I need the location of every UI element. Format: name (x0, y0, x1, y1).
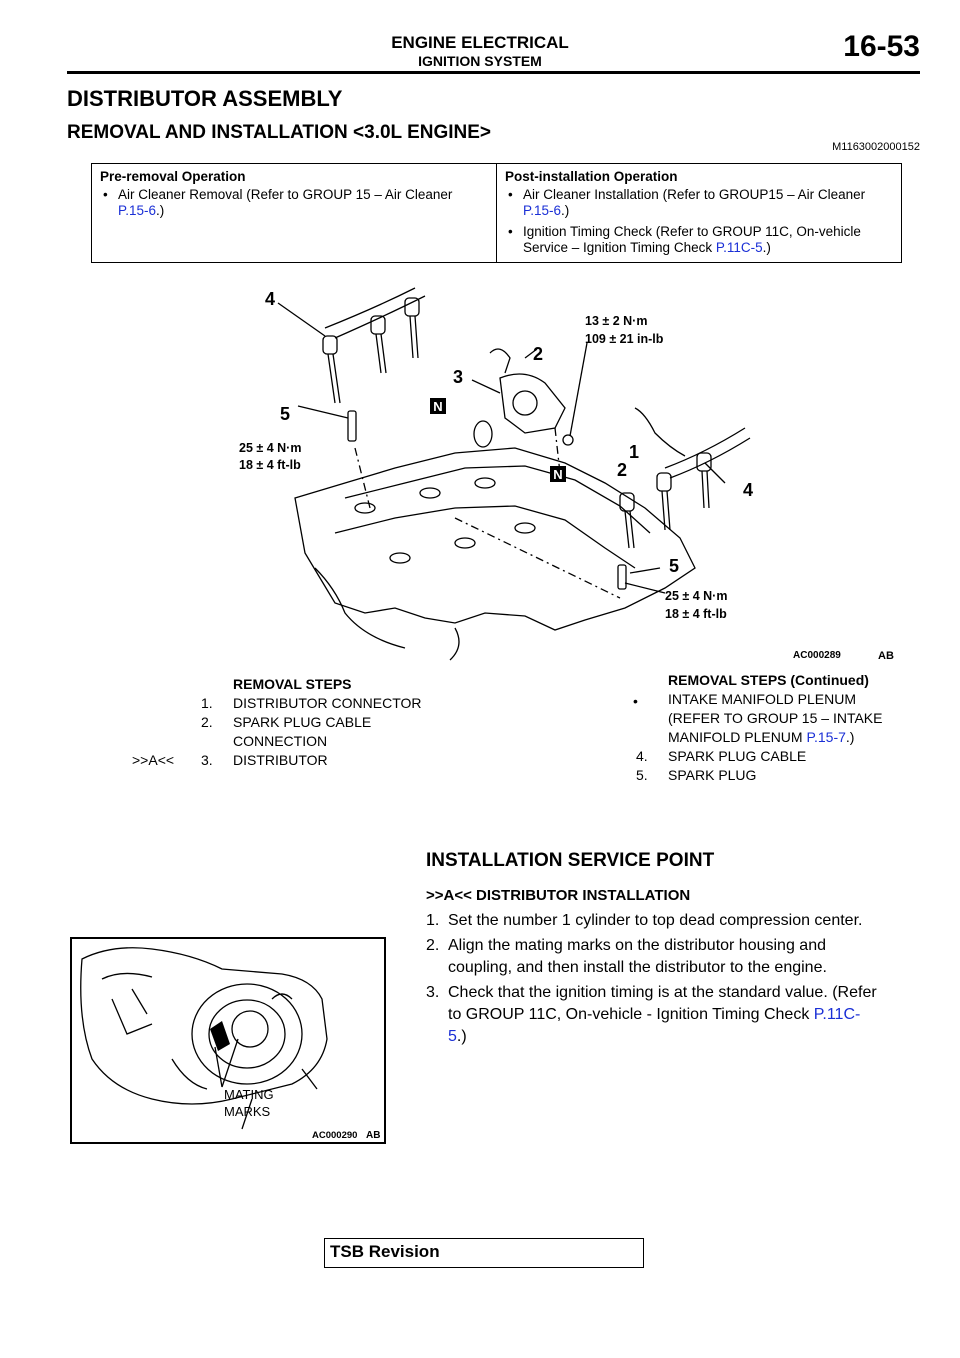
removal-step-2: 2. SPARK PLUG CABLE (130, 713, 470, 732)
step-label: INTAKE MANIFOLD PLENUM (668, 691, 856, 707)
step-text: Align the mating marks on the distributo… (448, 937, 826, 954)
pre-removal-item: Air Cleaner Removal (Refer to GROUP 15 –… (100, 187, 488, 219)
removal-step-plenum: • INTAKE MANIFOLD PLENUM (REFER TO GROUP… (630, 690, 930, 747)
post-item1-link[interactable]: P.15-6 (523, 203, 562, 218)
tsb-revision-box: TSB Revision (324, 1238, 644, 1268)
callout-5-left: 5 (280, 404, 290, 424)
step-text-end: .) (456, 1028, 467, 1045)
step-label-cont: MANIFOLD PLENUM (668, 729, 803, 745)
installation-step-3: 3. Check that the ignition timing is at … (426, 982, 926, 1048)
post-installation-item-1: Air Cleaner Installation (Refer to GROUP… (505, 187, 893, 219)
pre-removal-link[interactable]: P.15-6 (118, 203, 157, 218)
timing-check-link[interactable]: P.11C- (813, 1006, 861, 1023)
callout-4-left: 4 (265, 289, 275, 309)
installation-step-2: 2. Align the mating marks on the distrib… (426, 935, 926, 979)
operations-table: Pre-removal Operation Air Cleaner Remova… (91, 163, 902, 263)
callout-5-right: 5 (669, 556, 679, 576)
distributor-mating-diagram: MATING MARKS AC000290 AB (80, 947, 380, 1141)
step-number: 1. (426, 912, 440, 929)
removal-step-4: 4. SPARK PLUG CABLE (630, 747, 930, 766)
step-number: 2. (201, 714, 213, 730)
pre-removal-heading: Pre-removal Operation (100, 169, 246, 184)
subsection-title: REMOVAL AND INSTALLATION <3.0L ENGINE> (67, 122, 492, 143)
mating-label-2: MARKS (224, 1104, 271, 1119)
step-number: 4. (636, 748, 648, 764)
header-subtitle: IGNITION SYSTEM (418, 53, 542, 69)
installation-title: INSTALLATION SERVICE POINT (426, 850, 715, 871)
plenum-link[interactable]: P.15-7 (806, 729, 846, 745)
callout-4-right: 4 (743, 480, 753, 500)
post-installation-cell: Post-installation Operation Air Cleaner … (496, 164, 901, 262)
step-number: 5. (636, 767, 648, 783)
n-mark-1: N (433, 399, 442, 414)
removal-step-1: 1. DISTRIBUTOR CONNECTOR (130, 694, 470, 713)
post-item2-end: .) (762, 240, 771, 255)
step-text: Set the number 1 cylinder to top dead co… (448, 912, 863, 929)
removal-step-3: >>A<< 3. DISTRIBUTOR (130, 751, 470, 770)
step-text: Check that the ignition timing is at the… (448, 984, 877, 1001)
figure-code-suffix: AB (878, 650, 894, 662)
torque-distributor-nm: 13 ± 2 N·m (585, 314, 647, 328)
post-item2-link[interactable]: P.11C-5 (715, 240, 763, 255)
removal-steps-cont-heading: REMOVAL STEPS (Continued) (668, 672, 869, 688)
n-mark-2: N (553, 467, 562, 482)
step-text-cont: to GROUP 11C, On-vehicle - Ignition Timi… (448, 1006, 810, 1023)
step-label-end: .) (845, 729, 855, 745)
torque-plug-right-nm: 25 ± 4 N·m (665, 589, 727, 603)
post-installation-heading: Post-installation Operation (505, 169, 678, 184)
installation-steps: 1. Set the number 1 cylinder to top dead… (426, 910, 926, 1048)
post-item1-end: .) (561, 203, 570, 218)
removal-steps-continued: REMOVAL STEPS (Continued) • INTAKE MANIF… (630, 671, 930, 785)
pre-removal-cell: Pre-removal Operation Air Cleaner Remova… (92, 164, 496, 262)
step-label: DISTRIBUTOR CONNECTOR (233, 695, 422, 711)
page-number: 16-53 (843, 30, 920, 63)
step-number: 3. (201, 752, 213, 768)
mating-marks-figure: MATING MARKS AC000290 AB (70, 937, 386, 1144)
timing-check-link-cont[interactable]: 5 (448, 1028, 457, 1045)
callout-3: 3 (453, 367, 463, 387)
removal-step-2-cont: CONNECTION (130, 732, 470, 751)
removal-steps: REMOVAL STEPS 1. DISTRIBUTOR CONNECTOR 2.… (130, 675, 470, 770)
pre-removal-item-end: .) (156, 203, 165, 218)
step-number: 3. (426, 984, 440, 1001)
post-item2-text: Ignition Timing Check (Refer to GROUP 11… (523, 224, 861, 255)
removal-step-5: 5. SPARK PLUG (630, 766, 930, 785)
torque-plug-right-ftlb: 18 ± 4 ft-lb (665, 607, 727, 621)
step-number: 1. (201, 695, 213, 711)
post-installation-item-2: Ignition Timing Check (Refer to GROUP 11… (505, 224, 893, 256)
figure-code: AC000289 (793, 650, 841, 661)
step-label: DISTRIBUTOR (233, 752, 328, 768)
torque-plug-left-nm: 25 ± 4 N·m (239, 441, 301, 455)
pre-removal-item-text: Air Cleaner Removal (Refer to GROUP 15 –… (118, 187, 453, 202)
torque-distributor-inlb: 109 ± 21 in-lb (585, 332, 664, 346)
subsection-code: M1163002000152 (832, 141, 920, 153)
step-label: SPARK PLUG CABLE (668, 748, 807, 764)
step-text-cont: coupling, and then install the distribut… (448, 959, 827, 976)
post-item1-text: Air Cleaner Installation (Refer to GROUP… (523, 187, 866, 202)
header-rule (67, 71, 920, 74)
section-title: DISTRIBUTOR ASSEMBLY (67, 86, 343, 111)
header-title: ENGINE ELECTRICAL (391, 33, 569, 52)
figure2-code-suffix: AB (366, 1130, 380, 1141)
step-label-cont: (REFER TO GROUP 15 – INTAKE (668, 710, 883, 726)
distributor-assembly-diagram: N N 4 5 3 2 1 2 4 5 13 ± 2 N·m 109 ± 21 … (239, 287, 894, 662)
callout-2-right: 2 (617, 460, 627, 480)
callout-2-top: 2 (533, 344, 543, 364)
step-label-cont: CONNECTION (233, 733, 328, 749)
bullet: • (633, 693, 638, 709)
figure2-code: AC000290 (312, 1130, 357, 1141)
torque-plug-left-ftlb: 18 ± 4 ft-lb (239, 458, 301, 472)
installation-step-1: 1. Set the number 1 cylinder to top dead… (426, 910, 926, 932)
step-label: SPARK PLUG CABLE (233, 714, 372, 730)
removal-steps-heading: REMOVAL STEPS (233, 676, 352, 692)
callout-1: 1 (629, 442, 639, 462)
step-number: 2. (426, 937, 440, 954)
step-label: SPARK PLUG (668, 767, 757, 783)
installation-subtitle: >>A<< DISTRIBUTOR INSTALLATION (426, 887, 691, 904)
mating-label-1: MATING (224, 1087, 274, 1102)
step-ref: >>A<< (132, 752, 175, 768)
